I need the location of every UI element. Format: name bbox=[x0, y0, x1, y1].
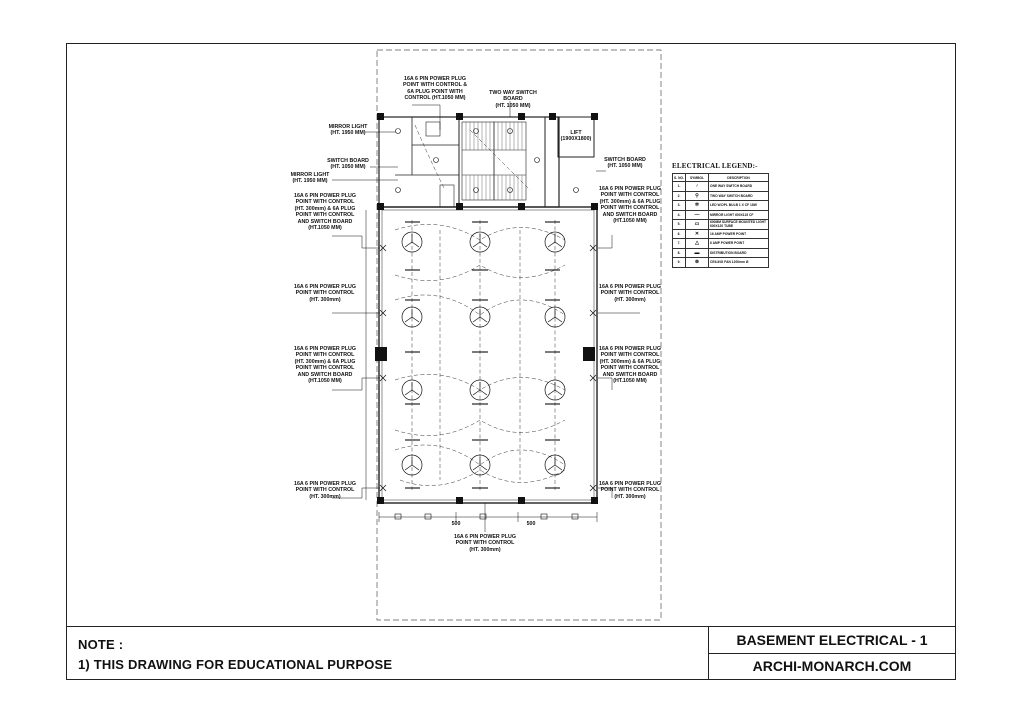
annotation-switch-board-left: SWITCH BOARD (HT. 1050 MM) bbox=[327, 158, 369, 171]
annotation-right-plug-1: 16A 6 PIN POWER PLUG POINT WITH CONTROL … bbox=[599, 186, 661, 225]
plot-boundary bbox=[376, 49, 662, 621]
annotation-right-plug-3: 16A 6 PIN POWER PLUG POINT WITH CONTROL … bbox=[599, 346, 661, 385]
bulb-points bbox=[395, 128, 579, 193]
drawing-title: BASEMENT ELECTRICAL - 1 bbox=[736, 632, 928, 648]
wiring bbox=[394, 124, 566, 490]
annotation-mirror-light-1: MIRROR LIGHT (HT. 1950 MM) bbox=[328, 124, 368, 137]
annotation-left-plug-3: 16A 6 PIN POWER PLUG POINT WITH CONTROL … bbox=[294, 346, 356, 385]
annotation-switch-board-right: SWITCH BOARD (HT. 1050 MM) bbox=[604, 157, 646, 170]
legend-header-symbol: SYMBOL bbox=[685, 173, 709, 182]
legend-title: ELECTRICAL LEGEND:- bbox=[672, 162, 758, 170]
columns bbox=[375, 113, 598, 504]
electrical-legend: ELECTRICAL LEGEND:- S. NO. SYMBOL DESCRI… bbox=[672, 162, 769, 268]
stair-treads bbox=[465, 122, 523, 200]
distribution-board-icon: ▬ bbox=[685, 247, 709, 258]
power-point-16a-icon: ✕ bbox=[685, 228, 709, 239]
website-label: ARCHI-MONARCH.COM bbox=[752, 658, 912, 674]
note-line: 1) THIS DRAWING FOR EDUCATIONAL PURPOSE bbox=[78, 657, 393, 672]
title-block: BASEMENT ELECTRICAL - 1 ARCHI-MONARCH.CO… bbox=[708, 626, 956, 680]
annotation-left-plug-2: 16A 6 PIN POWER PLUG POINT WITH CONTROL … bbox=[294, 284, 356, 303]
annotation-bottom-plug: 16A 6 PIN POWER PLUG POINT WITH CONTROL … bbox=[454, 534, 516, 553]
one-way-switch-icon: ♂ bbox=[685, 181, 709, 192]
two-way-switch-icon: ⚲ bbox=[685, 190, 709, 201]
ceiling-fans bbox=[401, 231, 566, 476]
annotation-left-plug-1: 16A 6 PIN POWER PLUG POINT WITH CONTROL … bbox=[294, 193, 356, 232]
legend-row: 9. ⊗ CEILING FAN 1200mm Ø bbox=[672, 257, 769, 268]
power-points bbox=[379, 244, 597, 492]
lift-label: LIFT (1900X1800) bbox=[560, 130, 592, 143]
dimension-lines bbox=[365, 210, 598, 522]
legend-table: S. NO. SYMBOL DESCRIPTION 1. ♂ ONE WAY S… bbox=[672, 173, 769, 268]
legend-row: 7. △ 6 AMP POWER POINT bbox=[672, 238, 769, 249]
annotation-mirror-light-2: MIRROR LIGHT (HT. 1950 MM) bbox=[290, 172, 330, 185]
legend-row: 6. ✕ 16 AMP POWER POINT bbox=[672, 228, 769, 239]
legend-header-description: DESCRIPTION bbox=[708, 173, 769, 182]
legend-row: 3. ✲ LED W.DPL BULB 1 X CF 18W bbox=[672, 200, 769, 211]
annotation-two-way-switch: TWO WAY SWITCH BOARD (HT. 1050 MM) bbox=[489, 90, 537, 109]
dimension-ticks bbox=[394, 513, 579, 520]
legend-header-sno: S. NO. bbox=[672, 173, 686, 182]
tube-lights bbox=[405, 221, 560, 489]
bulb-icon: ✲ bbox=[685, 200, 709, 211]
note-block: NOTE : 1) THIS DRAWING FOR EDUCATIONAL P… bbox=[66, 626, 709, 680]
annotation-right-plug-2: 16A 6 PIN POWER PLUG POINT WITH CONTROL … bbox=[599, 284, 661, 303]
power-point-6a-icon: △ bbox=[685, 238, 709, 249]
legend-row: 8. ▬ DISTRIBUTION BOARD bbox=[672, 247, 769, 258]
leader-lines bbox=[332, 101, 640, 532]
legend-row: 5. ▭ 600MM SURFACE MOUNTED LIGHT 600X120… bbox=[672, 219, 769, 230]
tube-light-icon: ▭ bbox=[685, 219, 709, 230]
annotation-left-plug-4: 16A 6 PIN POWER PLUG POINT WITH CONTROL … bbox=[294, 481, 356, 500]
title-divider bbox=[709, 653, 955, 654]
legend-row: 2. ⚲ TWO WAY SWITCH BOARD bbox=[672, 190, 769, 201]
annotation-top-plug: 16A 6 PIN POWER PLUG POINT WITH CONTROL … bbox=[402, 76, 468, 102]
ceiling-fan-icon: ⊗ bbox=[685, 257, 709, 268]
mirror-light-icon: — bbox=[685, 209, 709, 220]
annotation-right-plug-4: 16A 6 PIN POWER PLUG POINT WITH CONTROL … bbox=[599, 481, 661, 500]
note-heading: NOTE : bbox=[78, 637, 124, 652]
legend-row: 1. ♂ ONE WAY SWITCH BOARD bbox=[672, 181, 769, 192]
dimension-label-right: 500 bbox=[526, 521, 536, 527]
dimension-label-left: 500 bbox=[451, 521, 461, 527]
legend-row: 4. — MIRROR LIGHT 600X115 CF bbox=[672, 209, 769, 220]
